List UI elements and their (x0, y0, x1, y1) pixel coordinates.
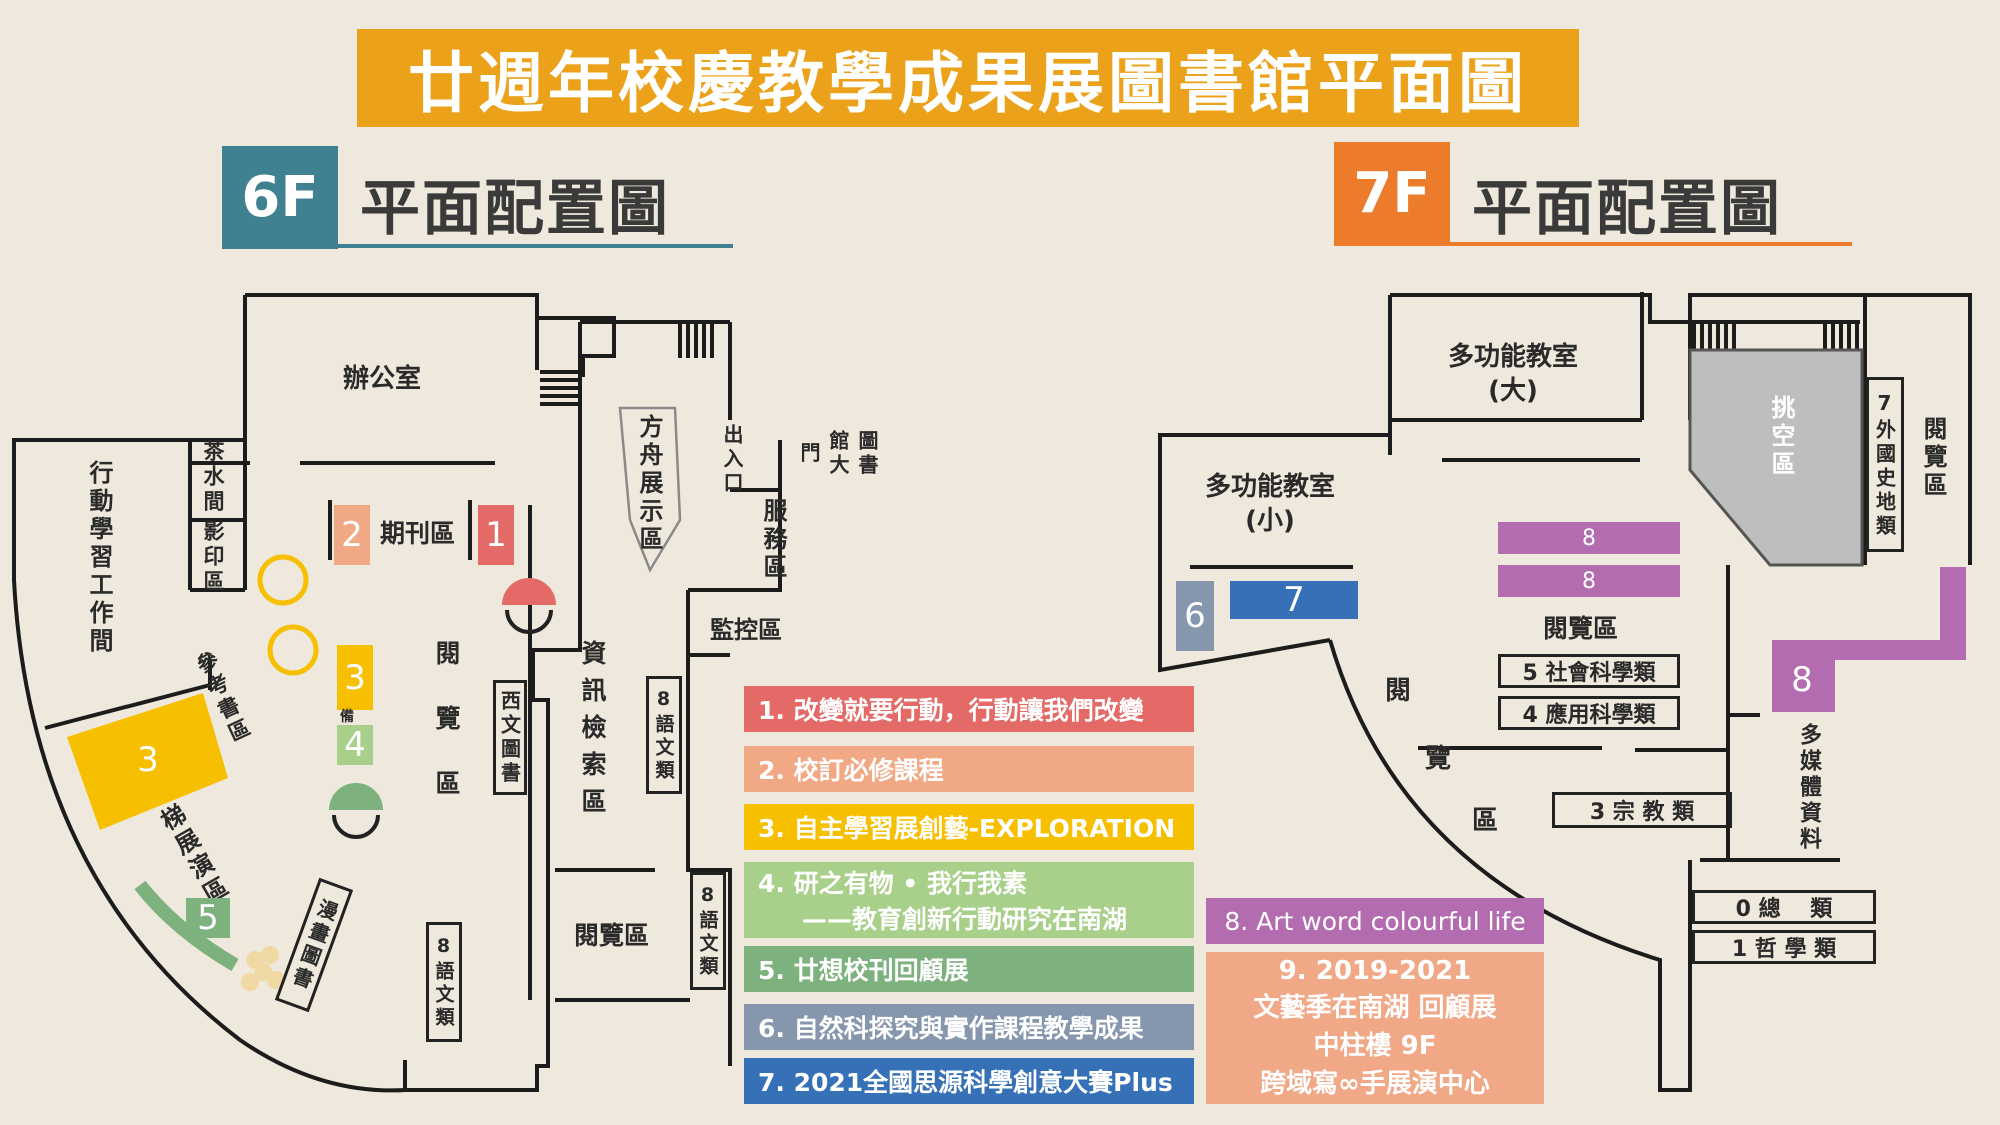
marker-8: 8 (1791, 660, 1813, 700)
room-reading-left-1: 閱 (1385, 676, 1412, 706)
shelf-lang-b: 8語文類 (690, 872, 726, 990)
marker-7: 7 (1230, 580, 1358, 620)
room-reading-left-2: 覽 (1425, 744, 1452, 774)
page-title: 廿週年校慶教學成果展圖書館平面圖 (357, 29, 1579, 127)
room-gate: 圖書館大門 (797, 430, 879, 478)
marker-6: 6 (1176, 581, 1214, 651)
room-reading-left-3: 區 (1472, 806, 1499, 836)
room-reading-right: 閱覽區 (1919, 416, 1947, 500)
shelf-lang-a: 8語文類 (646, 676, 682, 794)
room-monitor: 監控區 (710, 616, 782, 644)
shelf-general: 0 總 類 (1692, 890, 1876, 924)
floor-6-title: 平面配置圖 (360, 174, 670, 244)
legend-item-9: 9. 2019-2021 文藝季在南湖 回顧展 中柱樓 9F 跨域寫∞手展演中心 (1206, 952, 1544, 1104)
marker-1: 1 (478, 505, 514, 565)
shelf-philosophy: 1 哲 學 類 (1692, 930, 1876, 964)
room-exit: 出入口 (720, 424, 744, 496)
floor-6-tag: 6F (222, 146, 338, 249)
legend-item-9-line4: 跨域寫∞手展演中心 (1260, 1068, 1490, 1099)
floor-7-title: 平面配置圖 (1472, 174, 1782, 244)
shelf-religion: 3 宗 教 類 (1552, 792, 1732, 828)
floor-7-underline (1334, 242, 1852, 246)
legend-item-6: 6. 自然科探究與實作課程教學成果 (744, 1004, 1194, 1050)
room-void: 挑空區 (1767, 395, 1795, 479)
shelf-applied: 4 應用科學類 (1498, 696, 1680, 730)
marker-2: 2 (334, 505, 370, 565)
shelf-8-bottom: 8 (1498, 565, 1680, 597)
shelf-western: 西文圖書 (493, 680, 527, 795)
floor-6-underline (222, 244, 733, 248)
legend-item-4: 4. 研之有物 • 我行我素 ——教育創新行動研究在南湖 (744, 862, 1194, 938)
room-print: 影印區 (201, 520, 225, 595)
marker-3a-spare: 備 (340, 709, 354, 725)
room-info: 資訊檢索區 (578, 640, 607, 825)
legend-item-8: 8. Art word colourful life (1206, 898, 1544, 944)
legend-item-7: 7. 2021全國思源科學創意大賽Plus (744, 1058, 1194, 1104)
legend-item-9-line1: 9. 2019-2021 (1278, 956, 1472, 987)
shelf-social: 5 社會科學類 (1498, 654, 1680, 688)
room-ark: 方舟展示區 (635, 414, 663, 554)
room-small-classroom: 多功能教室 (小) (1205, 472, 1336, 536)
room-big-classroom: 多功能教室 (大) (1448, 342, 1579, 406)
floor-7-tag: 7F (1334, 142, 1450, 245)
room-tea: 茶水間 (201, 440, 225, 515)
legend-item-9-line3: 中柱樓 9F (1313, 1030, 1437, 1061)
room-service: 服務區 (759, 498, 787, 582)
legend-item-5: 5. 廿想校刊回顧展 (744, 946, 1194, 992)
room-reading-6f: 閱覽區 (432, 640, 461, 835)
marker-3b: 3 (137, 740, 159, 780)
shelf-8-top: 8 (1498, 522, 1680, 554)
shelf-media: 多媒體資料 (1796, 722, 1821, 853)
shelf-foreign: 7外國史地類 (1866, 377, 1904, 552)
marker-5: 5 (186, 898, 230, 938)
room-periodical: 期刊區 (380, 519, 456, 548)
room-reading-center: 閱覽區 (1543, 614, 1619, 643)
shelf-lang-c: 8語文類 (426, 922, 462, 1042)
legend-item-1: 1. 改變就要行動，行動讓我們改變 (744, 686, 1194, 732)
marker-3a: 3 (337, 645, 373, 710)
room-reading2-6f: 閱覽區 (574, 921, 650, 950)
legend-item-9-line2: 文藝季在南湖 回顧展 (1253, 993, 1497, 1024)
legend-item-2: 2. 校訂必修課程 (744, 746, 1194, 792)
legend-item-4-line1: 4. 研之有物 • 我行我素 (758, 869, 1027, 898)
room-office: 辦公室 (343, 364, 422, 394)
legend-item-4-line2: ——教育創新行動研究在南湖 (802, 905, 1128, 934)
marker-4: 4 (337, 725, 373, 765)
room-activity: 行動學習工作間 (85, 460, 113, 656)
legend-item-3: 3. 自主學習展創藝-EXPLORATION (744, 804, 1194, 850)
